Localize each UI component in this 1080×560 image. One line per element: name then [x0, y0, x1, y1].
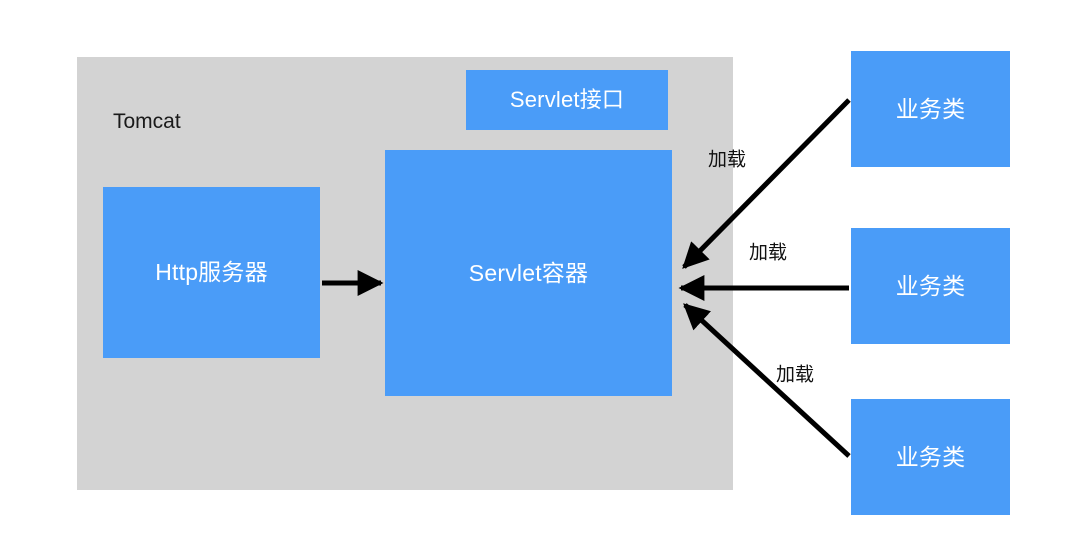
tomcat-panel-label: Tomcat [113, 110, 181, 133]
node-http-server[interactable]: Http服务器 [103, 187, 320, 358]
edge-label-load-2: 加载 [748, 242, 788, 264]
node-business-class-1[interactable]: 业务类 [851, 51, 1010, 167]
node-servlet-container[interactable]: Servlet容器 [385, 150, 672, 396]
node-business-class-3[interactable]: 业务类 [851, 399, 1010, 515]
edge-label-load-3: 加载 [775, 364, 815, 386]
node-servlet-interface[interactable]: Servlet接口 [466, 70, 668, 130]
node-business-class-2[interactable]: 业务类 [851, 228, 1010, 344]
edge-label-load-1: 加载 [707, 149, 747, 171]
